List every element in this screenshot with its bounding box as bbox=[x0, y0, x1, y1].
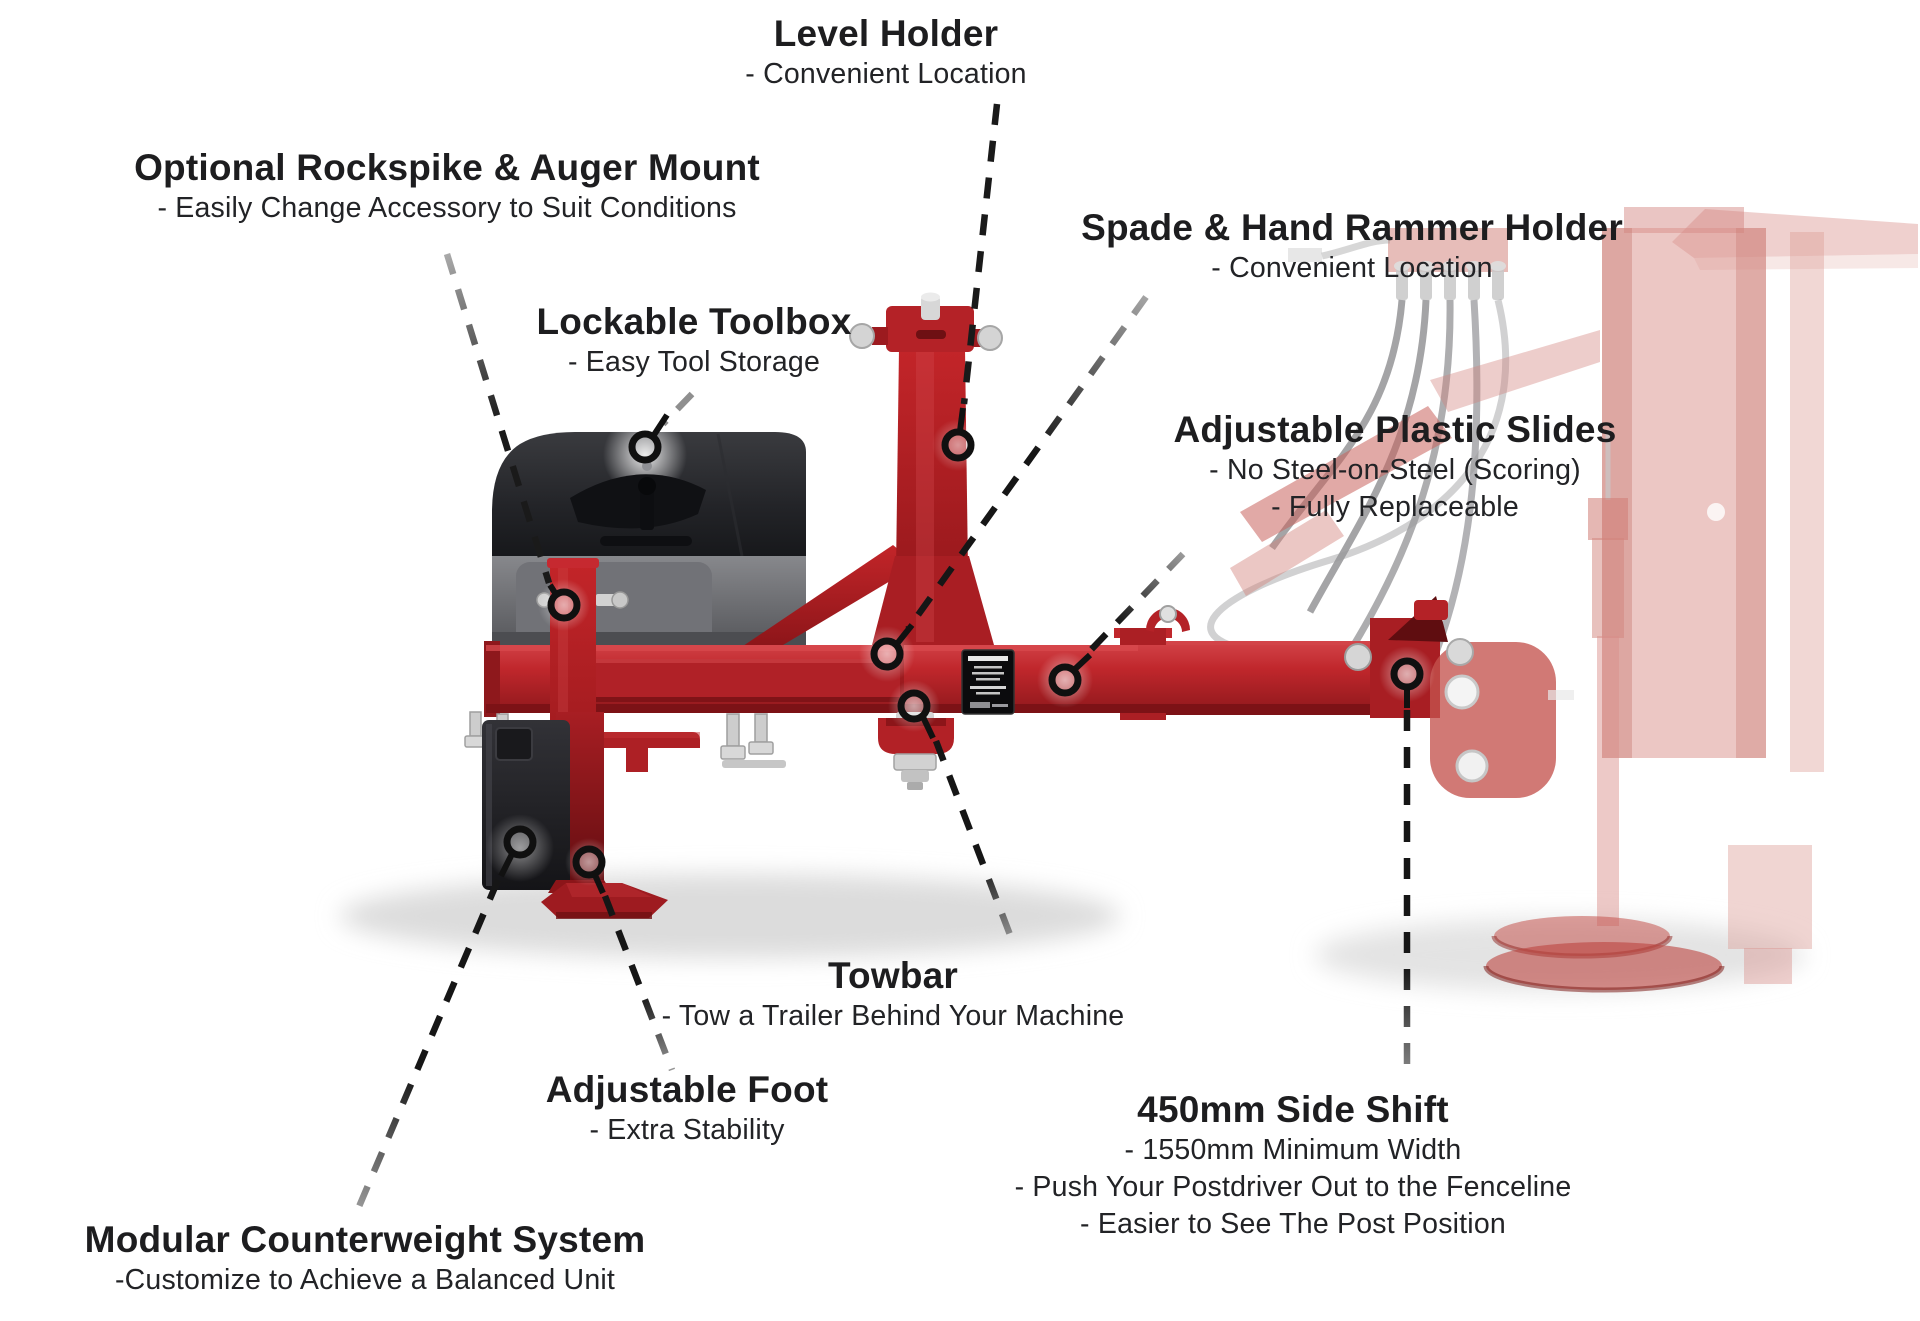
callout-rockspike: Optional Rockspike & Auger Mount - Easil… bbox=[134, 146, 760, 227]
callout-lines bbox=[352, 103, 1424, 1218]
spec-plate bbox=[961, 649, 1015, 715]
ghost-postdriver bbox=[1207, 207, 1918, 993]
callout-sub: -Customize to Achieve a Balanced Unit bbox=[114, 1263, 616, 1296]
leader-level-holder bbox=[960, 103, 1001, 405]
leader-toolbox bbox=[660, 391, 695, 427]
dot-toolbox bbox=[628, 430, 662, 464]
dot-level-holder bbox=[941, 428, 975, 462]
dot-slides bbox=[1048, 663, 1082, 697]
dot-rockspike bbox=[547, 588, 581, 622]
leader-counterweight bbox=[352, 878, 501, 1218]
callout-sub: - No Steel-on-Steel (Scoring) bbox=[1209, 453, 1581, 486]
toolbox-handle bbox=[570, 461, 706, 546]
callout-title: Optional Rockspike & Auger Mount bbox=[134, 147, 760, 188]
dot-foot bbox=[572, 845, 606, 879]
callout-towbar: Towbar - Tow a Trailer Behind Your Machi… bbox=[662, 954, 1125, 1035]
dot-side-shift bbox=[1390, 657, 1424, 691]
callout-sub: - Convenient Location bbox=[1211, 251, 1493, 284]
callout-level-holder: Level Holder - Convenient Location bbox=[745, 12, 1026, 93]
callout-title: Lockable Toolbox bbox=[536, 301, 852, 342]
callout-spade: Spade & Hand Rammer Holder - Convenient … bbox=[1081, 206, 1623, 287]
callout-foot: Adjustable Foot - Extra Stability bbox=[546, 1068, 829, 1149]
callout-title: Modular Counterweight System bbox=[84, 1219, 646, 1260]
callout-slides: Adjustable Plastic Slides - No Steel-on-… bbox=[1174, 408, 1617, 526]
callout-sub: - Easier to See The Post Position bbox=[1080, 1207, 1506, 1240]
dot-towbar bbox=[897, 689, 931, 723]
dot-spade bbox=[870, 637, 904, 671]
callout-toolbox: Lockable Toolbox - Easy Tool Storage bbox=[537, 300, 852, 381]
callout-sub: - Easy Tool Storage bbox=[568, 345, 820, 378]
dot-counterweight bbox=[503, 825, 537, 859]
ghost-link-plates bbox=[1430, 638, 1574, 798]
counterweight bbox=[482, 720, 570, 890]
callout-title: Towbar bbox=[827, 955, 958, 996]
hose-fittings bbox=[1394, 261, 1506, 300]
callout-sub: - Easily Change Accessory to Suit Condit… bbox=[157, 191, 737, 224]
leader-spade bbox=[905, 295, 1149, 631]
callout-sub: - Tow a Trailer Behind Your Machine bbox=[661, 999, 1125, 1032]
main-beam bbox=[484, 596, 1448, 720]
callout-side-shift: 450mm Side Shift - 1550mm Minimum Width … bbox=[1015, 1088, 1572, 1243]
callout-sub: - 1550mm Minimum Width bbox=[1124, 1133, 1462, 1166]
beam-bolts bbox=[464, 711, 786, 768]
callout-title: Level Holder bbox=[773, 13, 999, 54]
callout-sub: - Push Your Postdriver Out to the Fencel… bbox=[1014, 1170, 1572, 1203]
callout-title: Spade & Hand Rammer Holder bbox=[1081, 207, 1623, 248]
callout-sub: - Fully Replaceable bbox=[1271, 490, 1519, 523]
callout-sub: - Convenient Location bbox=[745, 57, 1027, 90]
callout-title: 450mm Side Shift bbox=[1137, 1089, 1449, 1130]
leader-rockspike bbox=[443, 253, 553, 584]
leader-foot bbox=[601, 894, 676, 1072]
callout-title: Adjustable Plastic Slides bbox=[1173, 409, 1617, 450]
leader-slides bbox=[1083, 551, 1186, 658]
callout-counterweight: Modular Counterweight System -Customize … bbox=[85, 1218, 646, 1299]
callout-sub: - Extra Stability bbox=[589, 1113, 785, 1146]
callout-title: Adjustable Foot bbox=[545, 1069, 829, 1110]
